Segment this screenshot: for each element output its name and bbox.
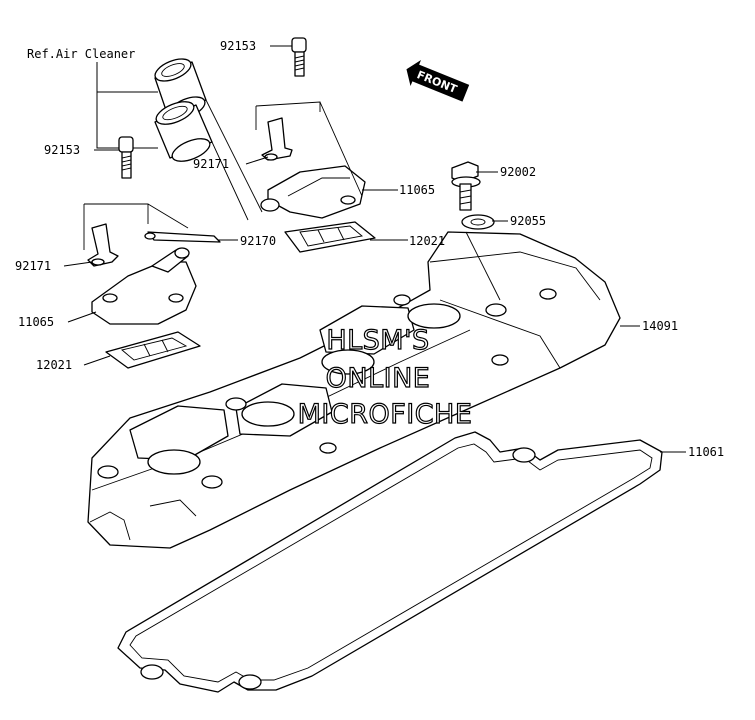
breather-cover-11065-lower <box>91 247 197 325</box>
callout-11065-upper: 11065 <box>399 183 435 197</box>
callout-92153-lower: 92153 <box>44 143 80 157</box>
watermark-line-3: MICROFICHE <box>298 399 473 430</box>
reference-label: Ref.Air Cleaner <box>27 47 135 61</box>
bolt-92153-upper <box>291 37 307 77</box>
callout-14091: 14091 <box>642 319 678 333</box>
air-cleaner-tube-lower <box>154 101 213 162</box>
callout-92055: 92055 <box>510 214 546 228</box>
callout-11065-lower: 11065 <box>18 315 54 329</box>
cylinder-head-cover-14091 <box>87 231 621 549</box>
head-cover-gasket-11061 <box>117 431 663 693</box>
callout-92153-upper: 92153 <box>220 39 256 53</box>
leader-lines <box>63 45 686 453</box>
watermark-line-2: ONLINE <box>326 363 431 394</box>
gasket-12021-upper <box>284 221 376 253</box>
bolt-92153-lower <box>118 136 134 179</box>
reference-leader <box>96 62 158 149</box>
bolt-92002 <box>451 161 481 211</box>
callout-12021-upper: 12021 <box>409 234 445 248</box>
tube-guide-lines <box>205 99 263 221</box>
callout-92171-lower: 92171 <box>15 259 51 273</box>
callout-12021-lower: 12021 <box>36 358 72 372</box>
watermark-line-1: HLSM'S <box>326 325 429 356</box>
callout-labels: 92153 92153 92171 92171 11065 11065 9217… <box>15 39 724 459</box>
breather-cover-11065-upper <box>260 165 366 219</box>
lower-assembly-guides <box>83 203 189 250</box>
washer-92055 <box>461 214 495 230</box>
callout-92002: 92002 <box>500 165 536 179</box>
callout-11061: 11061 <box>688 445 724 459</box>
bracket-92171-upper <box>261 117 293 161</box>
bracket-92171-lower <box>87 223 119 267</box>
callout-92171-upper: 92171 <box>193 157 229 171</box>
front-arrow-icon: FRONT <box>406 60 470 102</box>
gasket-12021-lower <box>105 331 201 369</box>
upper-assembly-guides <box>255 101 363 197</box>
callout-92170: 92170 <box>240 234 276 248</box>
plate-92170 <box>144 231 221 243</box>
watermark: HLSM'S ONLINE MICROFICHE <box>297 324 473 430</box>
